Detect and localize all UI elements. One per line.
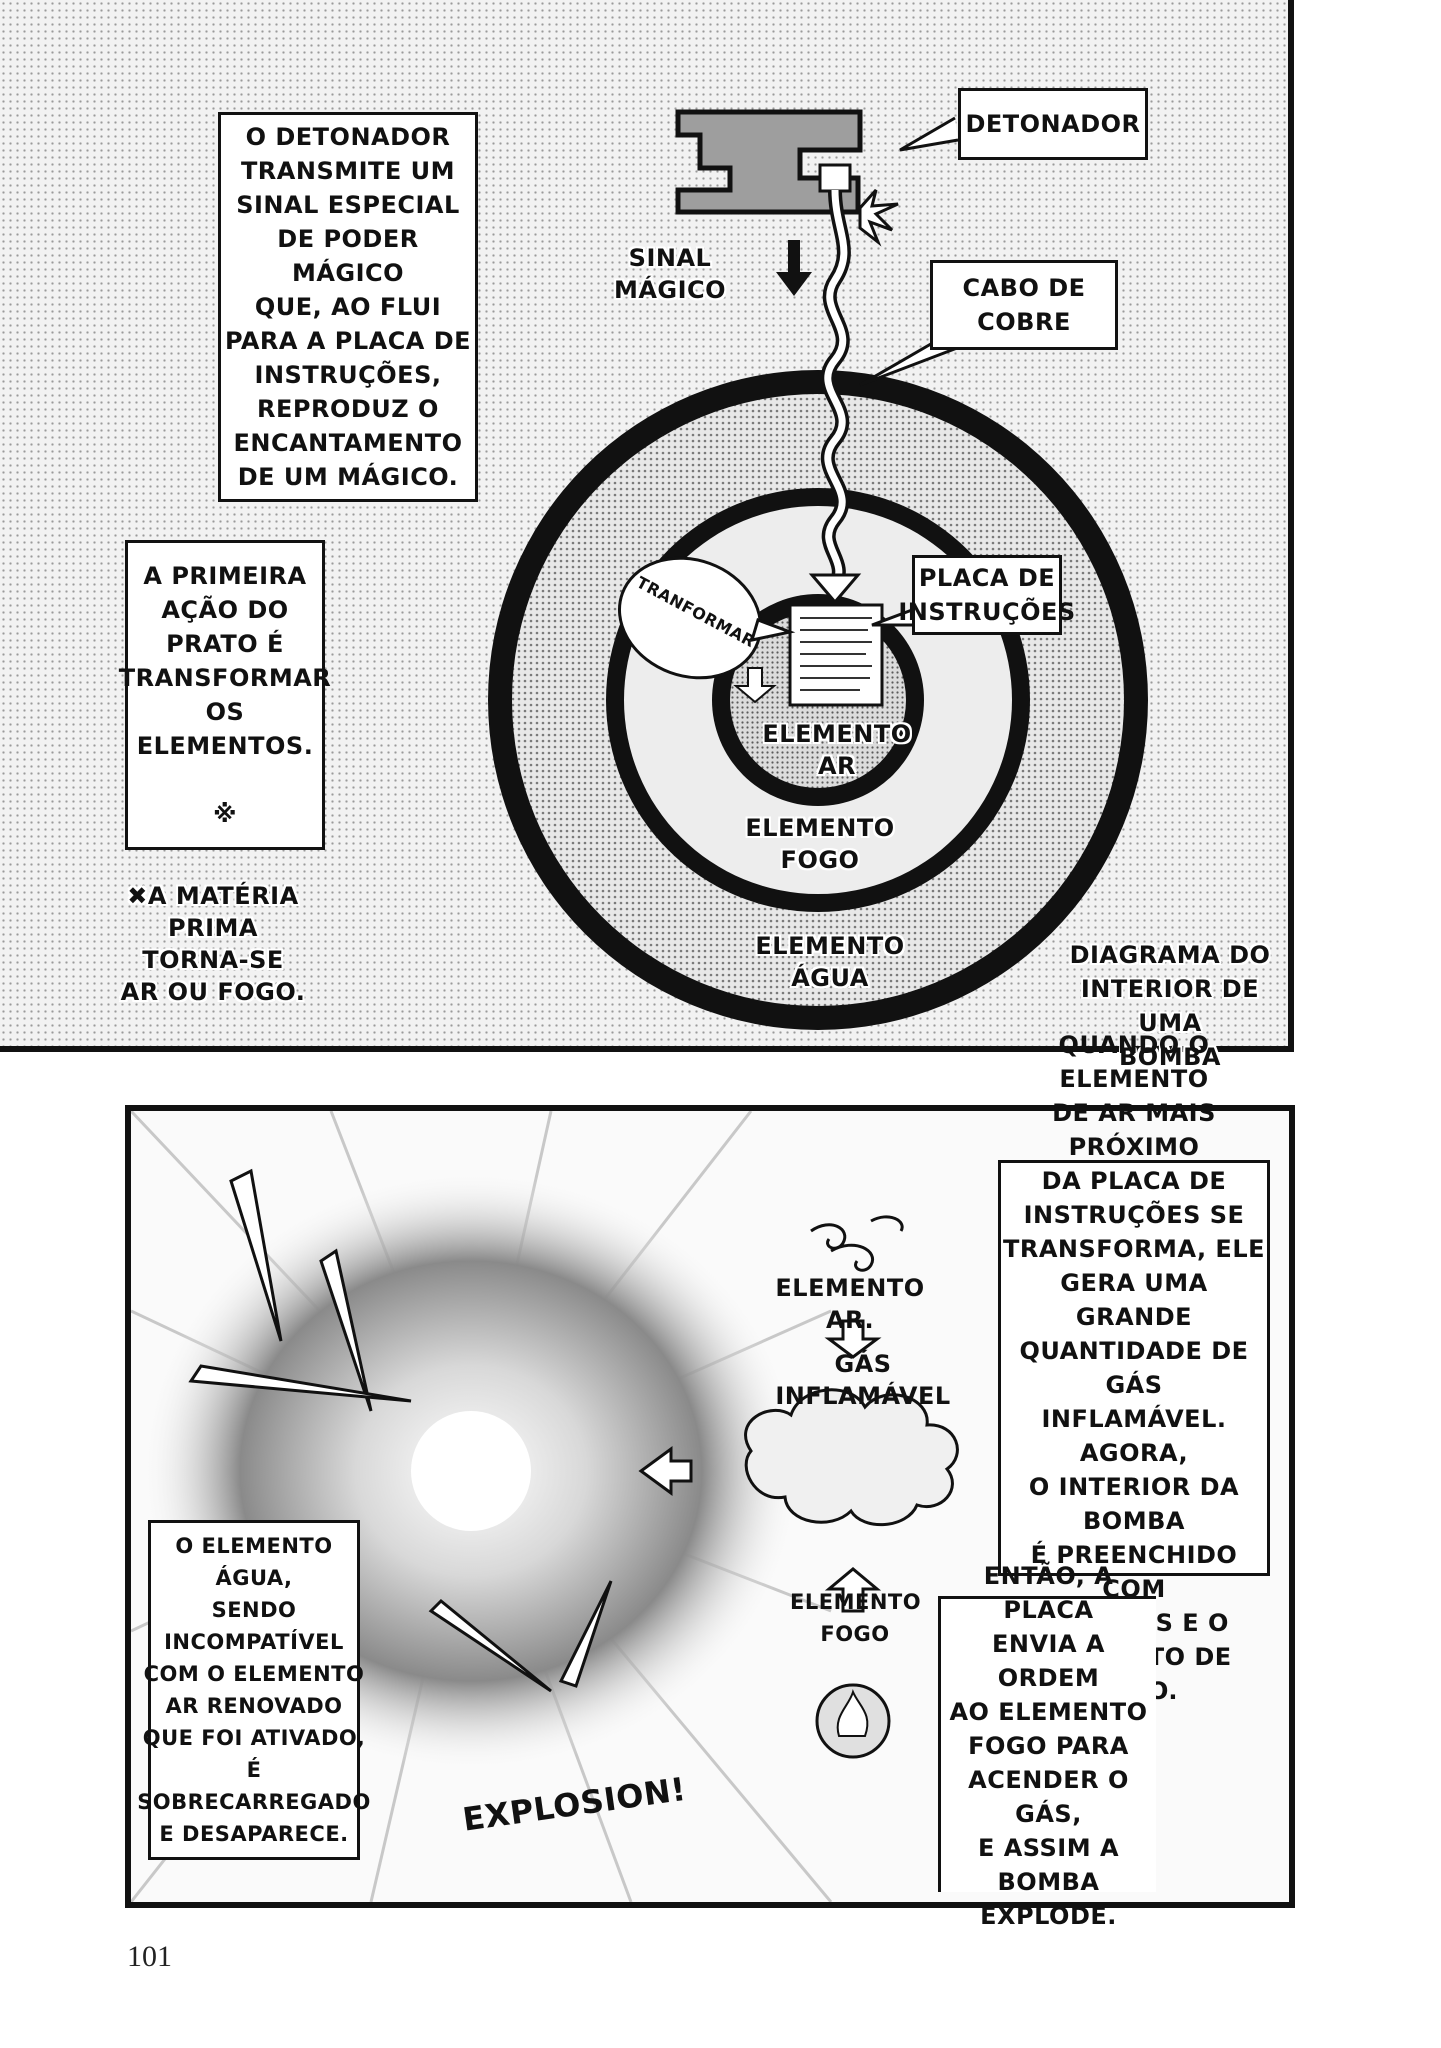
down-arrow-icon [824,1319,882,1359]
instruction-plate-label: PLACA DE INSTRUÇÕES [898,555,1075,635]
magic-signal-label: SINAL MÁGICO [613,244,727,304]
fire-element-label: ELEMENTO FOGO [745,814,895,874]
detonator-plug [818,163,852,193]
up-arrow-icon [824,1567,882,1613]
wind-swirl-icon [810,1215,904,1272]
fire-element-bottom-label: ELEMENTO FOGO [790,1590,922,1646]
left-arrow-icon [638,1446,693,1496]
air-transform-caption: QUANDO O ELEMENTO DE AR MAIS PRÓXIMO DA … [998,1031,1270,1705]
plate-tail [871,608,913,627]
detonator-device [675,109,863,215]
transform-arrow [733,667,777,704]
debris-shard [558,1580,613,1688]
flammable-gas-label: GÁS INFLAMÁVEL [775,1350,951,1410]
matter-footnote: ✖A MATÉRIA PRIMA TORNA-SE AR OU FOGO. [120,882,306,1006]
copper-cable-label: CABO DE COBRE [930,260,1118,350]
water-caption: O ELEMENTO ÁGUA, SENDO INCOMPATÍVEL COM … [137,1520,370,1860]
fire-element-icon [815,1683,891,1759]
water-element-label: ELEMENTO ÁGUA [755,932,905,992]
gas-cloud-icon [744,1388,959,1526]
ignite-caption: ENTÃO, A PLACA ENVIA A ORDEM AO ELEMENTO… [938,1562,1156,1930]
signal-arrow [776,240,812,296]
debris-shard [428,1598,552,1693]
detonator-label: DETONADOR [958,88,1148,160]
detonator-tail [899,116,959,152]
transform-bubble [617,556,763,680]
page-number: 101 [127,1940,172,1973]
diagram-title: DIAGRAMA DO INTERIOR DE UMA BOMBA [1069,941,1271,1071]
debris-shard [319,1248,373,1412]
detonator-explanation-caption: O DETONADOR TRANSMITE UM SINAL ESPECIAL … [218,112,478,502]
debris-shard [229,1168,283,1342]
air-element-label: ELEMENTO AR [762,720,912,780]
cable-arrowhead [808,573,862,605]
air-element-bottom-label: ELEMENTO AR. [775,1274,925,1334]
debris-shard [188,1364,412,1403]
first-action-caption: A PRIMEIRA AÇÃO DO PRATO É TRANSFORMAR O… [119,540,331,850]
spark-mark [858,189,899,247]
